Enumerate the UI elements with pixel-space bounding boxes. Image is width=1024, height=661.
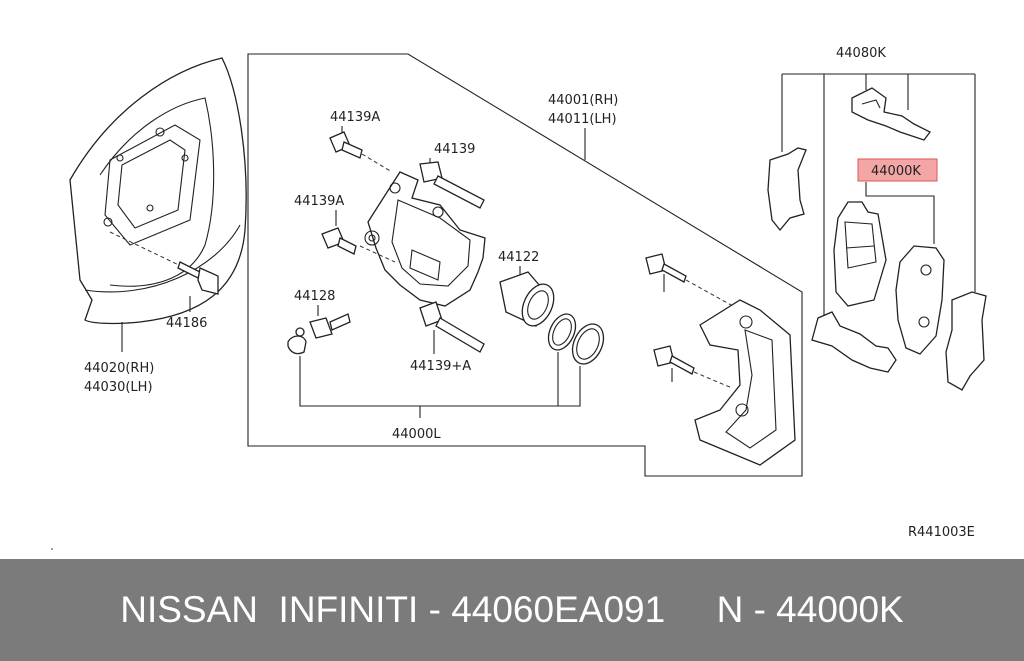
pad-clip-bottom-icon (811, 311, 897, 373)
caliper-bracket (694, 299, 796, 466)
leader-dash-bolt-a-top (361, 153, 393, 173)
bracket-bolt-top-icon (645, 253, 687, 283)
banner-text: NISSAN INFINITI - 44060EA091 N - 44000K (120, 589, 904, 630)
label-bolt-a-top: 44139A (330, 110, 380, 125)
pad-kit-bracket-lines (865, 182, 935, 244)
caliper-assembly-frame (247, 53, 803, 477)
kit-bracket-lines (299, 352, 581, 418)
brake-pad-outer-icon (895, 245, 945, 355)
boot-ring-icon (571, 323, 605, 365)
label-backing-plate-rh: 44020(RH) (84, 361, 154, 376)
label-pad-kit: 44000K (871, 164, 921, 179)
label-bleeder: 44128 (294, 289, 335, 304)
label-bolt-plate: 44186 (166, 316, 207, 331)
label-bolt-top: 44139 (434, 142, 475, 157)
bleeder-screw-icon (287, 313, 351, 355)
bolt-a-top-icon (329, 131, 363, 159)
label-caliper-lh: 44011(LH) (548, 112, 617, 127)
label-caliper-rh: 44001(RH) (548, 93, 618, 108)
bolt-bottom-icon (419, 301, 485, 353)
plate-bolt-icon (177, 261, 219, 295)
stray-dot (51, 548, 53, 550)
bolt-top-icon (419, 161, 485, 209)
label-kit: 44000L (392, 427, 441, 442)
seal-ring-icon (547, 313, 577, 351)
label-piston: 44122 (498, 250, 539, 265)
brake-pad-inner-icon (833, 201, 887, 307)
backing-plate (69, 57, 247, 325)
shim-left-icon (767, 147, 807, 232)
hardware-kit-bracket-lines (781, 73, 976, 316)
bracket-bolt-bottom-icon (653, 345, 695, 375)
shim-right-icon (945, 291, 987, 391)
label-ref-code: R441003E (908, 525, 975, 540)
anti-rattle-clip-top-icon (851, 87, 931, 141)
piston-icon (499, 271, 555, 327)
caliper-body (364, 171, 486, 307)
part-number-banner: NISSAN INFINITI - 44060EA091 N - 44000K (0, 559, 1024, 661)
leader-dash-bracket-bottom (693, 371, 733, 389)
label-bolt-bottom: 44139+A (410, 359, 471, 374)
label-bolt-a-mid: 44139A (294, 194, 344, 209)
brake-caliper-exploded-diagram: 44186 44020(RH) 44030(LH) 44001(RH) 4401… (51, 46, 987, 550)
bolt-a-mid-icon (321, 227, 357, 255)
label-backing-plate-lh: 44030(LH) (84, 380, 153, 395)
label-hardware-kit: 44080K (836, 46, 886, 61)
pad-kit-highlight (857, 158, 938, 182)
